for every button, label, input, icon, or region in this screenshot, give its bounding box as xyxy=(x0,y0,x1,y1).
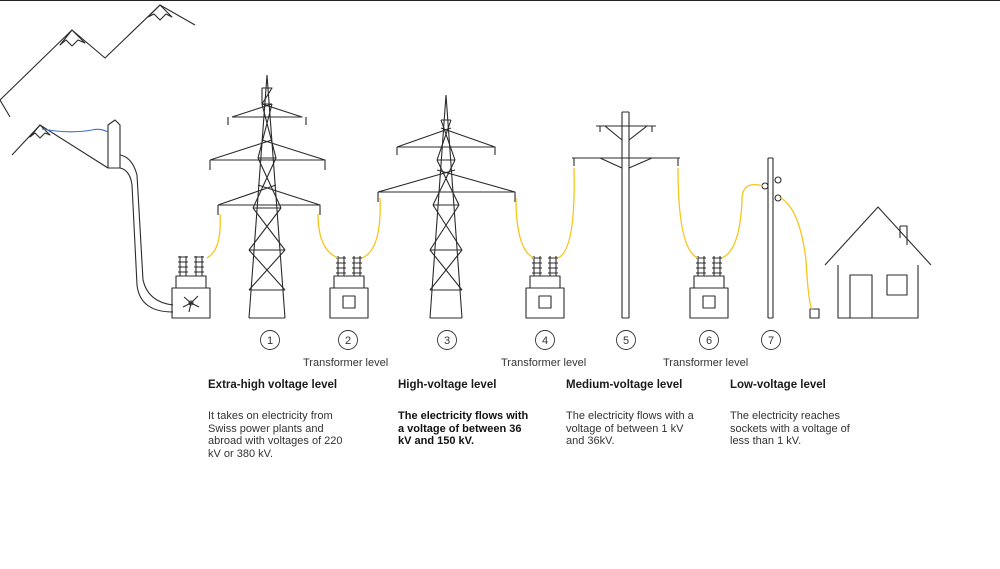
station-marker-1: 1 xyxy=(260,330,280,350)
level-description: The electricity reaches sockets with a v… xyxy=(730,410,850,448)
level-title: Low-voltage level xyxy=(730,379,826,391)
transformer-6 xyxy=(689,256,729,319)
station-marker-6: 6 xyxy=(699,330,719,350)
transformer-power-plant xyxy=(171,256,211,319)
level-title: High-voltage level xyxy=(398,379,497,391)
level-title: Extra-high voltage level xyxy=(208,379,338,391)
level-high: High-voltage level The electricity flows… xyxy=(398,378,530,448)
station-number: 2 xyxy=(345,335,351,347)
tower-extra-high-voltage xyxy=(209,74,326,319)
station-number: 4 xyxy=(542,335,548,347)
top-border xyxy=(0,0,1000,1)
transformer-level-label: Transformer level xyxy=(663,357,749,369)
station-number: 6 xyxy=(706,335,712,347)
station-marker-3: 3 xyxy=(437,330,457,350)
level-title: Medium-voltage level xyxy=(566,379,683,391)
tower-high-voltage xyxy=(377,94,516,319)
level-medium: Medium-voltage level The electricity flo… xyxy=(566,378,700,448)
station-number: 1 xyxy=(267,335,273,347)
transformer-2 xyxy=(329,256,369,319)
level-description: It takes on electricity from Swiss power… xyxy=(208,410,343,460)
level-extra-high: Extra-high voltage level It takes on ele… xyxy=(208,378,348,460)
station-marker-7: 7 xyxy=(761,330,781,350)
station-number: 7 xyxy=(768,335,774,347)
level-description: The electricity flows with a voltage of … xyxy=(566,410,694,448)
level-description: The electricity flows with a voltage of … xyxy=(398,410,529,448)
station-number: 3 xyxy=(444,335,450,347)
station-marker-2: 2 xyxy=(338,330,358,350)
transformer-4 xyxy=(525,256,565,319)
cables xyxy=(206,167,813,311)
pole-medium-voltage xyxy=(572,111,680,319)
transformer-level-label: Transformer level xyxy=(303,357,389,369)
station-markers: 1 2 3 4 5 6 7 xyxy=(260,330,781,350)
station-marker-5: 5 xyxy=(616,330,636,350)
level-low: Low-voltage level The electricity reache… xyxy=(730,378,852,448)
pole-low-voltage xyxy=(761,157,782,319)
station-number: 5 xyxy=(623,335,629,347)
transformer-level-label: Transformer level xyxy=(501,357,587,369)
house xyxy=(824,206,932,319)
mountain-dam-illustration xyxy=(0,4,196,313)
station-marker-4: 4 xyxy=(535,330,555,350)
socket xyxy=(809,308,820,319)
